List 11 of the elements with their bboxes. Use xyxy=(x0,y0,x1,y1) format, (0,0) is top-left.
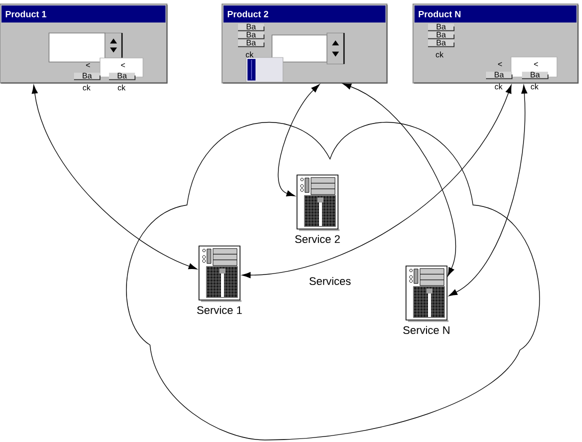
arrow xyxy=(278,84,320,196)
title-bar: Product 1 xyxy=(2,6,166,22)
arrow xyxy=(448,84,528,296)
server-label: Service N xyxy=(403,326,450,334)
arrow xyxy=(32,84,198,270)
server-label: Service 2 xyxy=(295,234,340,244)
title-bar: Product N xyxy=(414,6,576,22)
title-bar: Product 2 xyxy=(224,6,386,22)
arrow xyxy=(242,84,512,278)
arrow xyxy=(342,83,456,276)
server-label: Service 1 xyxy=(197,306,242,314)
